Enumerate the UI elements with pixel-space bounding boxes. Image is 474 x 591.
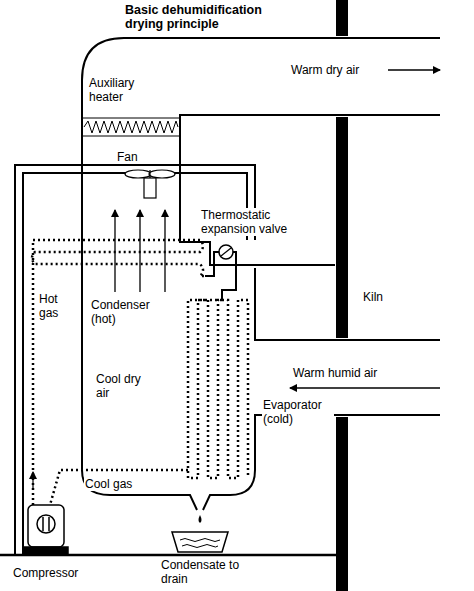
part-label: Thermostatic expansion valve xyxy=(200,208,312,236)
part-label: Cool gas xyxy=(84,477,133,491)
part-label: Condenser (hot) xyxy=(90,298,172,326)
compressor xyxy=(24,505,68,554)
fan xyxy=(125,170,175,198)
cool-gas-line xyxy=(50,470,188,505)
part-label: Condensate to drain xyxy=(160,558,242,586)
part-label: Evaporator (cold) xyxy=(262,398,334,426)
auxiliary-heater xyxy=(83,118,179,136)
part-label: Fan xyxy=(116,150,139,164)
part-label: Cool dry air xyxy=(95,372,157,400)
part-label: Hot gas xyxy=(38,292,78,320)
condenser-coil xyxy=(32,240,205,276)
part-label: Compressor xyxy=(12,566,79,580)
part-label: Warm dry air xyxy=(290,63,360,77)
condensate-drain xyxy=(172,515,228,552)
part-label: Auxiliary heater xyxy=(88,76,170,104)
evaporator-coil xyxy=(188,300,248,478)
diagram-title: Basic dehumidification drying principle xyxy=(124,3,276,31)
part-label: Warm humid air xyxy=(292,366,378,380)
part-label: Kiln xyxy=(362,290,384,304)
hot-gas-line xyxy=(32,240,35,505)
expansion-valve xyxy=(219,245,233,259)
kiln-wall xyxy=(336,0,348,591)
